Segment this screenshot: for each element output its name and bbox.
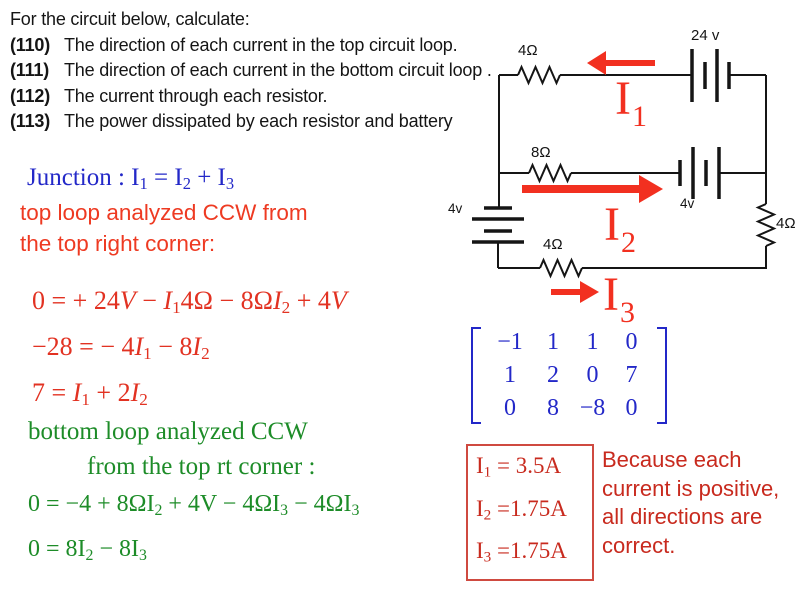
matrix-bracket-left <box>471 327 481 424</box>
matrix-cell: 8 <box>547 395 559 421</box>
label-resistor-mid: 8Ω <box>531 144 551 161</box>
label-current-i3-sub: 3 <box>620 296 635 326</box>
resistor-mid-8ohm <box>528 162 572 184</box>
label-resistor-bottom: 4Ω <box>543 236 563 253</box>
label-current-i3: I <box>603 268 619 321</box>
label-current-i2: I <box>604 198 620 251</box>
current-arrow-i3 <box>551 281 599 303</box>
label-current-i1: I <box>615 72 631 125</box>
matrix-grid: −1 1 1 0 1 2 0 7 0 8 −8 0 <box>487 327 651 424</box>
conclusion-note: Because each current is positive, all di… <box>602 447 780 558</box>
red-equation-3: 7 = I1 + 2I2 <box>32 378 148 410</box>
top-loop-equations: 0 = + 24V − I14Ω − 8ΩI2 + 4V −28 = − 4I1… <box>32 281 347 419</box>
circuit-wires <box>497 74 767 269</box>
results-box: I1 = 3.5A I2 =1.75A I3 =1.75A <box>466 444 594 581</box>
problem-intro: For the circuit below, calculate: <box>10 9 250 29</box>
problem-statement: For the circuit below, calculate: (110) … <box>10 7 510 135</box>
coefficient-matrix: −1 1 1 0 1 2 0 7 0 8 −8 0 <box>471 327 667 424</box>
junction-equation: Junction : I1 = I2 + I3 <box>27 164 235 193</box>
current-arrow-i1 <box>587 51 655 75</box>
resistor-right-4ohm <box>755 203 777 247</box>
battery-24v <box>690 49 731 102</box>
resistor-top-4ohm <box>517 64 561 86</box>
label-battery-mid: 4v <box>680 196 695 211</box>
result-i1: I1 = 3.5A <box>476 453 562 481</box>
label-battery-top: 24 v <box>691 27 720 44</box>
bottom-loop-heading-1: bottom loop analyzed CCW <box>28 418 308 445</box>
label-resistor-top: 4Ω <box>518 42 538 59</box>
matrix-cell: 7 <box>625 362 638 388</box>
label-battery-left: 4v <box>448 201 463 216</box>
problem-item-110: (110) The direction of each current in t… <box>10 34 458 55</box>
matrix-cell: −1 <box>497 329 523 355</box>
result-i2: I2 =1.75A <box>476 495 567 524</box>
matrix-cell: 1 <box>586 329 599 355</box>
problem-item-113: (113) The power dissipated by each resis… <box>10 111 453 131</box>
label-current-i2-sub: 2 <box>621 226 636 259</box>
matrix-cell: 0 <box>504 395 516 421</box>
matrix-cell: 1 <box>504 362 516 388</box>
green-equation-1: 0 = −4 + 8ΩI2 + 4V − 4ΩI3 − 4ΩI3 <box>28 491 360 519</box>
problem-item-111: (111) The direction of each current in t… <box>10 60 492 80</box>
matrix-cell: 0 <box>625 329 638 355</box>
matrix-cell: −8 <box>579 395 606 421</box>
bottom-loop-heading-2: from the top rt corner : <box>87 453 316 480</box>
label-current-i1-sub: 1 <box>632 100 647 133</box>
green-equation-2: 0 = 8I2 − 8I3 <box>28 535 147 564</box>
circuit-diagram: 4Ω 24 v 8Ω 4v 4v 4Ω 4Ω I 1 I 2 I 3 <box>448 27 796 326</box>
resistor-bottom-4ohm <box>539 257 583 279</box>
matrix-bracket-right <box>657 327 667 424</box>
red-equation-2: −28 = − 4I1 − 8I2 <box>32 332 210 364</box>
label-resistor-right: 4Ω <box>776 215 796 232</box>
matrix-cell: 0 <box>625 395 638 421</box>
top-loop-heading: top loop analyzed CCW from the top right… <box>20 200 308 256</box>
bottom-loop-block: bottom loop analyzed CCW from the top rt… <box>28 415 359 575</box>
problem-item-112: (112) The current through each resistor. <box>10 85 328 106</box>
current-arrow-i2 <box>522 175 663 203</box>
battery-mid-4v <box>678 147 721 199</box>
battery-left-4v <box>472 206 524 244</box>
matrix-cell: 0 <box>586 362 599 388</box>
result-i3: I3 =1.75A <box>476 538 567 566</box>
matrix-cell: 2 <box>547 362 559 388</box>
red-equation-1: 0 = + 24V − I14Ω − 8ΩI2 + 4V <box>32 286 347 318</box>
matrix-cell: 1 <box>547 329 559 355</box>
